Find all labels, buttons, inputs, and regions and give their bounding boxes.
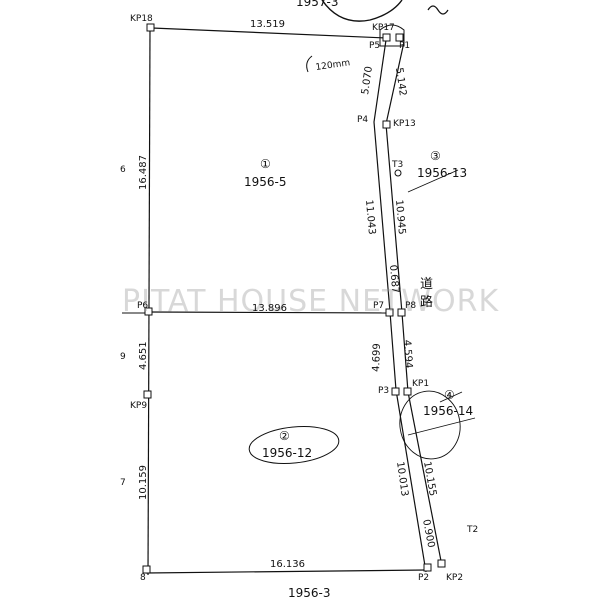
top-arc	[321, 0, 403, 22]
marker-p2	[423, 563, 432, 572]
point-8: 8	[140, 573, 146, 583]
edge-label-9: 9	[120, 352, 126, 362]
parcel-3-circle: ③	[430, 149, 441, 163]
scale-note-stroke	[306, 55, 313, 73]
distance-road-outer-5: 10.155	[421, 461, 438, 497]
distance-road-inner-2: 11.043	[363, 199, 377, 235]
point-p6: P6	[137, 301, 148, 311]
point-p1: P1	[399, 41, 410, 51]
road-label-1: 道	[420, 277, 433, 292]
point-kp13: KP13	[393, 119, 416, 129]
point-t3: T3	[391, 160, 403, 170]
distance-road-outer-6: 0.900	[420, 518, 436, 548]
point-kp17: KP17	[372, 23, 395, 33]
parcel-4-leader	[439, 391, 463, 403]
distance-left-upper: 16.487	[138, 155, 149, 190]
parcel-2-oval	[248, 425, 340, 465]
parcel-2-number: 1956-12	[262, 446, 312, 460]
marker-p5	[382, 33, 391, 42]
point-p3: P3	[378, 386, 389, 396]
marker-kp1	[403, 387, 412, 396]
top-parcel-number: 1957-3	[296, 0, 339, 9]
parcel-1-circle: ①	[260, 157, 271, 171]
parcel-2-circle: ②	[279, 429, 290, 443]
point-p5: P5	[369, 41, 380, 51]
point-p8: P8	[405, 301, 416, 311]
point-kp1: KP1	[412, 379, 429, 389]
watermark: PITAT HOUSE NETWORK	[122, 284, 499, 319]
point-t2: T2	[466, 525, 478, 535]
marker-p1	[395, 33, 404, 42]
corner-markers	[142, 23, 446, 574]
point-kp18: KP18	[130, 14, 153, 24]
boundary-top	[151, 27, 387, 39]
boundary-left	[147, 27, 151, 576]
marker-p7	[385, 308, 394, 317]
top-wave	[427, 5, 449, 15]
marker-p6	[144, 307, 153, 316]
distance-left-mid: 4.651	[138, 341, 149, 370]
parcel-3-number: 1956-13	[417, 166, 467, 180]
marker-kp13	[382, 120, 391, 129]
marker-p8b	[142, 565, 151, 574]
marker-kp9	[143, 390, 152, 399]
distance-road-outer-2: 10.945	[393, 199, 407, 235]
distance-left-lower: 10.159	[138, 465, 149, 500]
parcel-4-oval	[399, 390, 461, 460]
marker-p3	[391, 387, 400, 396]
point-p7: P7	[373, 301, 384, 311]
marker-kp18	[146, 23, 155, 32]
parcel-4-line	[407, 417, 476, 436]
edge-label-7: 7	[120, 478, 126, 488]
distance-road-outer-1: 5.142	[393, 67, 408, 97]
point-p4: P4	[357, 115, 368, 125]
marker-kp2	[437, 559, 446, 568]
point-kp2: KP2	[446, 573, 463, 583]
marker-p8	[397, 308, 406, 317]
parcel-4-circle: ④	[444, 388, 455, 402]
bottom-parcel-number: 1956-3	[288, 586, 331, 600]
road-cap	[379, 24, 405, 47]
distance-top: 13.519	[250, 19, 285, 30]
boundary-bottom	[145, 569, 427, 574]
point-kp9: KP9	[130, 401, 147, 411]
parcel-1-number: 1956-5	[244, 175, 287, 189]
distance-road-outer-4: 4.594	[401, 339, 414, 368]
distance-road-outer-3: 0.687	[387, 264, 400, 293]
marker-t3	[394, 169, 402, 177]
scale-note: 120mm	[315, 58, 351, 73]
edge-label-6: 6	[120, 165, 126, 175]
boundary-middle	[147, 311, 393, 314]
distance-middle: 13.896	[252, 303, 287, 314]
distance-road-inner-1: 5.070	[360, 66, 375, 96]
distance-bottom: 16.136	[270, 559, 305, 570]
distance-road-inner-4: 10.013	[394, 461, 410, 497]
distance-road-inner-3: 4.699	[371, 343, 383, 372]
parcel-3-leader	[407, 169, 459, 193]
point-p2: P2	[418, 573, 429, 583]
road-label-2: 路	[420, 294, 433, 310]
parcel-4-number: 1956-14	[423, 404, 473, 418]
